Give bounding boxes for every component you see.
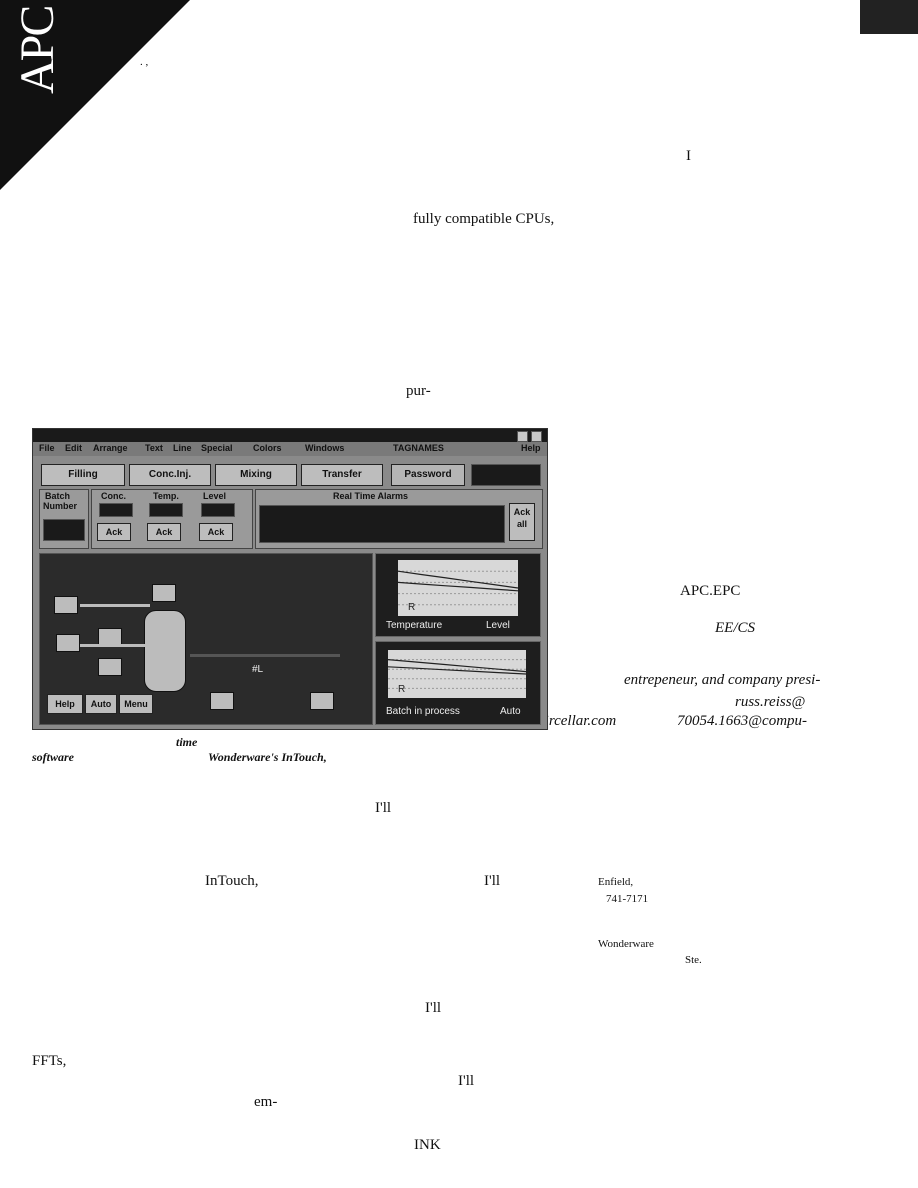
batch-number-display [43, 519, 85, 541]
batch-chart: R [388, 650, 526, 698]
menu-special[interactable]: Special [201, 443, 233, 453]
password-button[interactable]: Password [391, 464, 465, 486]
text-fragment: I'll [375, 800, 392, 816]
series-line-0 [398, 570, 518, 589]
chart-label-batch: Batch in process [386, 706, 460, 717]
process-tag: #L [252, 664, 264, 675]
conc-label: Conc. [101, 491, 127, 501]
text-fragment: circellar.com [538, 713, 617, 729]
caption-time: time [176, 735, 198, 749]
text-fragment: APC.EPC [680, 583, 741, 599]
ack-all-label-2: all [516, 519, 527, 529]
caption-intouch: Wonderware's InTouch, [208, 750, 327, 764]
valve-icon[interactable] [98, 658, 122, 676]
text-fragment: INK [414, 1137, 441, 1153]
ack-temp-button[interactable]: Ack [147, 523, 181, 541]
chart-panel-batch: R Batch in process Auto [375, 641, 541, 725]
minimize-icon[interactable] [517, 431, 528, 442]
text-fragment: 70054.1663@compu- [677, 713, 808, 729]
status-display [471, 464, 541, 486]
maximize-icon[interactable] [531, 431, 542, 442]
ack-conc-button[interactable]: Ack [97, 523, 131, 541]
text-fragment: Enfield, [598, 876, 634, 888]
text-fragment: I'll [425, 1000, 442, 1016]
batch-label: Batch [45, 491, 71, 501]
text-fragment: 741-7171 [606, 893, 649, 905]
chart-marker: R [408, 602, 415, 613]
ack-all-button[interactable]: Ack all [509, 503, 535, 541]
menu-text[interactable]: Text [145, 443, 163, 453]
pipe [80, 644, 150, 647]
text-fragment: I'll [458, 1073, 475, 1089]
chart-label-level: Level [486, 620, 510, 631]
menu-button[interactable]: Menu [119, 694, 153, 714]
text-fragment: EE/CS [715, 620, 755, 636]
number-label: Number [43, 501, 78, 511]
ack-all-label: Ack [513, 507, 531, 517]
temperature-chart: R [398, 560, 518, 616]
series-line-0 [388, 659, 526, 673]
menu-edit[interactable]: Edit [65, 443, 82, 453]
hmi-screenshot: File Edit Arrange Text Line Special Colo… [32, 428, 548, 730]
auto-button[interactable]: Auto [85, 694, 117, 714]
chart-label-auto: Auto [500, 706, 521, 717]
chart-marker: R [398, 684, 405, 695]
temp-label: Temp. [153, 491, 179, 501]
text-fragment: Wonderware [598, 938, 654, 950]
valve-icon[interactable] [56, 634, 80, 652]
text-fragment: I'll [484, 873, 501, 889]
menu-file[interactable]: File [39, 443, 55, 453]
menu-windows[interactable]: Windows [305, 443, 345, 453]
tab-conc-inj[interactable]: Conc.Inj. [129, 464, 211, 486]
series-line-1 [398, 581, 518, 592]
menu-help[interactable]: Help [521, 443, 541, 453]
conc-display [99, 503, 133, 517]
menu-colors[interactable]: Colors [253, 443, 282, 453]
menu-line[interactable]: Line [173, 443, 192, 453]
level-label: Level [203, 491, 227, 501]
help-button[interactable]: Help [47, 694, 83, 714]
text-fragment: Ste. [685, 954, 702, 966]
valve-icon[interactable] [152, 584, 176, 602]
tab-mixing[interactable]: Mixing [215, 464, 297, 486]
page-tab-mark [860, 0, 918, 34]
valve-icon[interactable] [310, 692, 334, 710]
text-fragment: pur- [406, 383, 431, 399]
menu-tagnames[interactable]: TAGNAMES [393, 443, 444, 453]
window-titlebar [33, 429, 547, 442]
valve-icon[interactable] [210, 692, 234, 710]
text-fragment: fully compatible CPUs, [413, 211, 555, 227]
caption-software: software [32, 750, 74, 764]
chart-label-temperature: Temperature [386, 620, 443, 631]
apc-logo: APC [11, 6, 64, 94]
alarms-display [259, 505, 505, 543]
reactor-tank [144, 610, 186, 692]
tab-transfer[interactable]: Transfer [301, 464, 383, 486]
menu-bar [33, 442, 547, 456]
text-fragment: entrepeneur, and company presi- [624, 672, 821, 688]
text-fragment: InTouch, [205, 873, 259, 889]
text-fragment: russ.reiss@ [735, 694, 806, 710]
pipe [80, 604, 150, 607]
pipe [190, 654, 340, 657]
series-line-1 [388, 666, 526, 675]
tab-filling[interactable]: Filling [41, 464, 125, 486]
text-fragment: em- [254, 1094, 278, 1110]
text-fragment: FFTs, [32, 1053, 67, 1069]
chart-panel-temperature: R Temperature Level [375, 553, 541, 637]
ack-level-button[interactable]: Ack [199, 523, 233, 541]
alarms-label: Real Time Alarms [333, 491, 409, 501]
valve-icon[interactable] [54, 596, 78, 614]
text-fragment: I [686, 148, 691, 164]
text-fragment: . , [140, 56, 149, 68]
menu-arrange[interactable]: Arrange [93, 443, 128, 453]
temp-display [149, 503, 183, 517]
level-display [201, 503, 235, 517]
